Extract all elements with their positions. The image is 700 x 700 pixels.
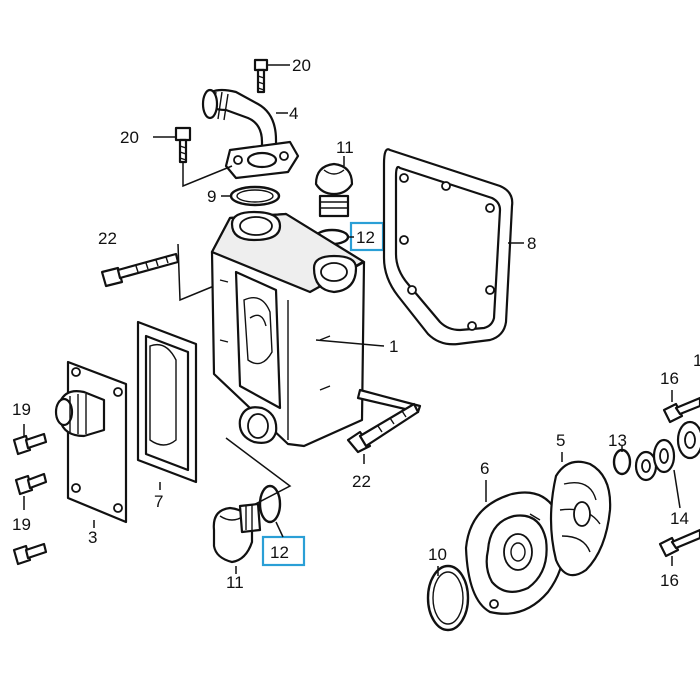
gasket-7: [136, 320, 198, 484]
label-16-top: 16: [660, 369, 679, 388]
label-11-bottom: 11: [226, 573, 244, 592]
label-9: 9: [207, 187, 216, 206]
bolt-22-right: [346, 402, 420, 454]
label-16-bottom: 16: [660, 571, 679, 590]
bolt-19-top: [12, 432, 48, 456]
label-3: 3: [88, 528, 97, 547]
suction-plate-3: [54, 360, 128, 524]
o-ring-10: [426, 564, 470, 632]
volute-case-6: [464, 491, 566, 615]
pump-housing-1: [210, 210, 422, 448]
label-12-bottom: 12: [270, 543, 289, 562]
label-11-top: 11: [336, 138, 354, 157]
label-22-top: 22: [98, 229, 117, 248]
label-12-top: 12: [356, 228, 375, 247]
highlight-box-12-bottom: [261, 535, 306, 567]
bolt-19-bottom: [12, 542, 48, 566]
label-4: 4: [289, 104, 298, 123]
elbow-fitting-4: [201, 88, 300, 180]
label-1: 1: [389, 337, 398, 356]
drain-plug-11-top: [314, 162, 354, 218]
label-5: 5: [556, 431, 565, 450]
label-6: 6: [480, 459, 489, 478]
bolt-20-left: [174, 126, 192, 164]
bolt-20-top: [253, 58, 269, 94]
label-20-left: 20: [120, 128, 139, 147]
label-10: 10: [428, 545, 447, 564]
impeller-5: [549, 460, 612, 577]
gasket-8: [382, 148, 514, 346]
label-20-top: 20: [292, 56, 311, 75]
label-8: 8: [527, 234, 536, 253]
mechanical-seal-14: [634, 420, 700, 482]
label-13: 13: [608, 431, 627, 450]
drain-plug-11-bottom: [212, 502, 262, 564]
label-7: 7: [154, 492, 163, 511]
label-partial-edge: 1: [693, 351, 700, 370]
washer-12-bottom: [258, 484, 282, 524]
bolt-19-middle: [14, 472, 48, 496]
label-22-bottom: 22: [352, 472, 371, 491]
washer-13: [612, 448, 632, 476]
bolt-16-bottom: [658, 528, 700, 558]
label-14: 14: [670, 509, 689, 528]
label-19-bottom: 19: [12, 515, 31, 534]
label-19-top: 19: [12, 400, 31, 419]
bolt-16-top: [662, 396, 700, 424]
bolt-22-left: [100, 252, 180, 288]
